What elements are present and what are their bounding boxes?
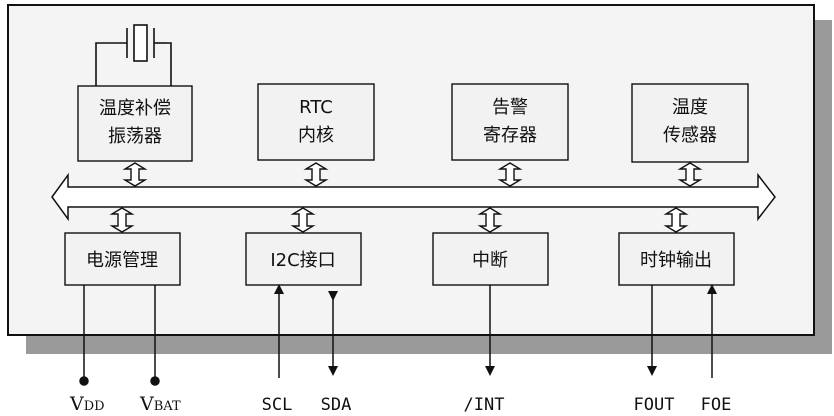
top-block-temp-line2: 传感器: [663, 125, 717, 146]
top-block-rtc: RTC 内核: [257, 83, 375, 161]
top-block-temp: 温度 传感器: [631, 83, 749, 163]
top-block-osc-line2: 振荡器: [108, 126, 162, 147]
top-block-osc-line1: 温度补偿: [99, 98, 171, 119]
connector-bottom-clkout: [663, 207, 689, 233]
bottom-block-clkout: 时钟输出: [618, 232, 735, 286]
pin-label-foe: FOE: [701, 395, 732, 415]
internal-bus: [51, 172, 776, 222]
top-block-alarm-line1: 告警: [492, 97, 528, 118]
top-block-alarm: 告警 寄存器: [451, 83, 569, 161]
crystal-icon: [95, 24, 172, 86]
top-block-alarm-line2: 寄存器: [483, 125, 537, 146]
vdd-terminal: [79, 376, 89, 386]
top-block-osc: 温度补偿 振荡器: [77, 85, 193, 162]
connector-top-rtc: [303, 162, 329, 187]
top-block-rtc-line1: RTC: [299, 97, 333, 118]
pin-label-int: /INT: [464, 395, 505, 415]
top-block-temp-line1: 温度: [672, 97, 708, 118]
top-block-rtc-line2: 内核: [298, 125, 334, 146]
bottom-block-i2c-label: I2C接口: [270, 250, 335, 271]
bus-connectors: [109, 162, 703, 233]
connector-top-alarm: [497, 162, 523, 187]
pin-label-sda: SDA: [321, 395, 352, 415]
connector-bottom-int: [477, 207, 503, 233]
connector-top-osc: [122, 162, 148, 187]
pin-label-vbat: VBAT: [139, 393, 181, 415]
pin-label-vdd: VDD: [69, 393, 105, 415]
bottom-block-i2c: I2C接口: [245, 232, 362, 286]
connector-bottom-power: [109, 207, 135, 233]
pin-label-scl: SCL: [262, 395, 293, 415]
bottom-block-int: 中断: [432, 232, 549, 286]
bottom-block-power-label: 电源管理: [86, 250, 158, 271]
vbat-terminal: [150, 376, 160, 386]
connector-top-temp: [677, 162, 703, 187]
pin-label-fout: FOUT: [634, 395, 675, 415]
bottom-block-clkout-label: 时钟输出: [640, 250, 712, 271]
bottom-block-power: 电源管理: [64, 232, 181, 286]
bottom-block-int-label: 中断: [472, 250, 508, 271]
connector-bottom-i2c: [290, 207, 316, 233]
